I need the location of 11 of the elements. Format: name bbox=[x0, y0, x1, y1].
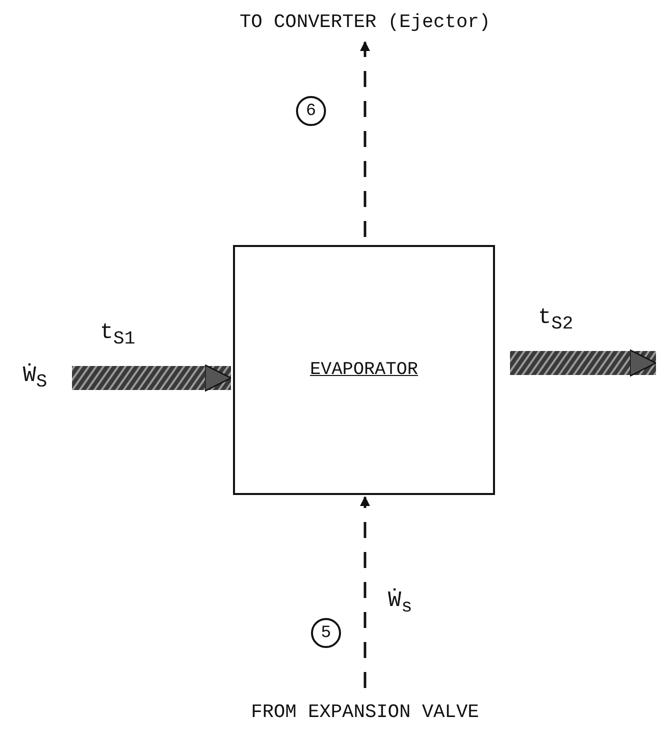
node-label: TO CONVERTER (Ejector) bbox=[240, 11, 490, 33]
arrow bbox=[510, 349, 657, 377]
arrow bbox=[72, 364, 232, 392]
callout-circle: 5 bbox=[311, 618, 341, 648]
arrow bbox=[360, 496, 370, 688]
box-title: EVAPORATOR bbox=[310, 360, 418, 380]
process-box bbox=[233, 245, 495, 495]
arrow bbox=[360, 41, 370, 237]
callout-circle: 6 bbox=[296, 96, 326, 126]
node-label: FROM EXPANSION VALVE bbox=[250, 701, 480, 723]
node-label: Ẇ$_{S}$ bbox=[22, 363, 48, 393]
